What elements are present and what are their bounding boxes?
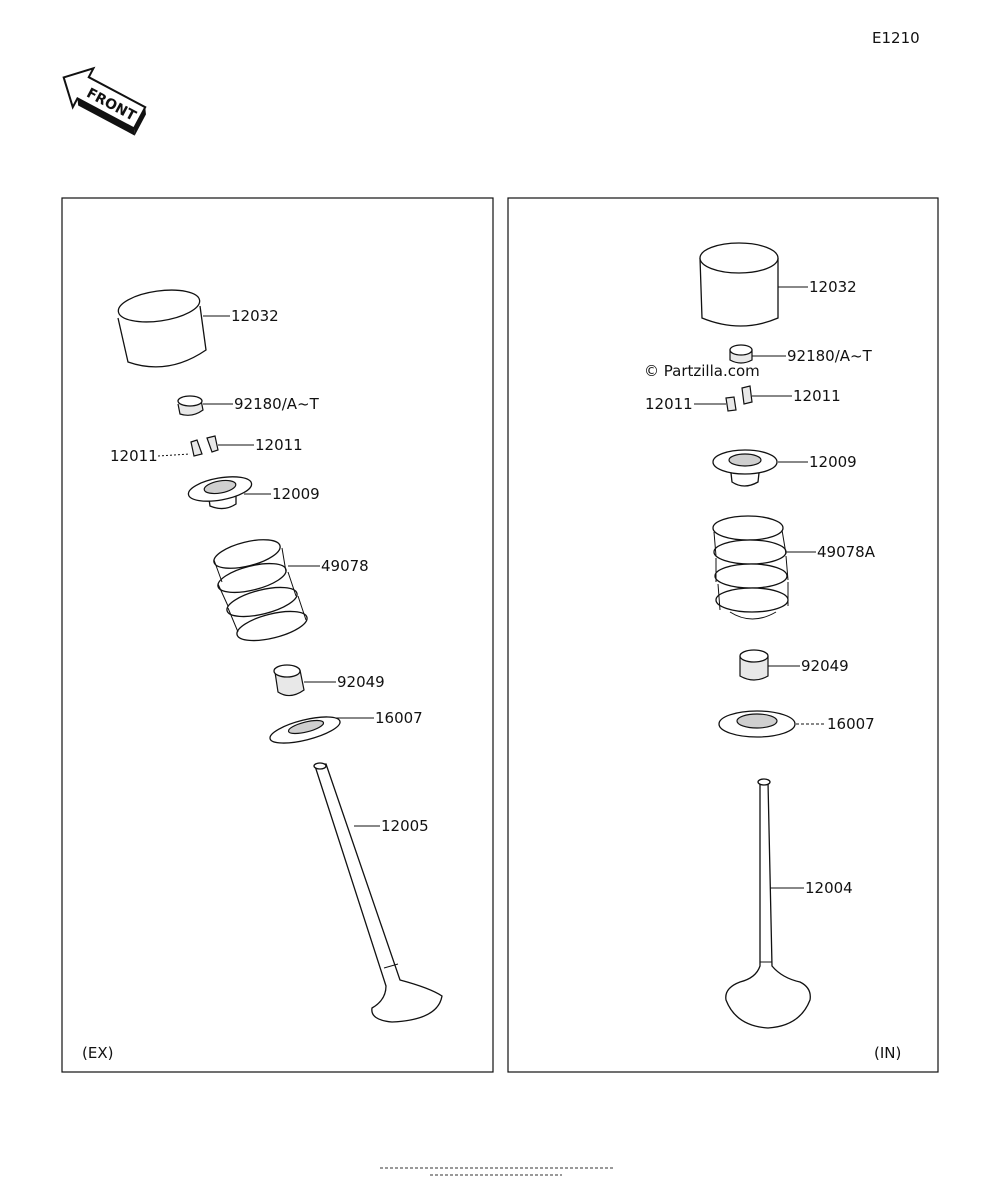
front-arrow-icon: FRONT — [62, 66, 147, 136]
ex-stem-seal-label: 92049 — [337, 673, 385, 691]
in-lifter-label: 12032 — [809, 278, 857, 296]
ex-spring-seat-part — [269, 716, 341, 744]
in-spring-seat-label: 16007 — [827, 715, 875, 733]
in-panel-tag: (IN) — [874, 1044, 901, 1062]
in-retainer-label: 12009 — [809, 453, 857, 471]
ex-keeper-left-label: 12011 — [110, 447, 158, 465]
ex-retainer-label: 12009 — [272, 485, 320, 503]
ex-valve-part — [313, 762, 443, 1023]
ex-spring-part — [213, 539, 308, 642]
ex-shim-part — [177, 395, 204, 416]
in-retainer-part — [712, 449, 778, 487]
in-valve-part — [725, 778, 811, 1029]
in-keeper-left-label: 12011 — [645, 395, 693, 413]
exhaust-panel — [61, 197, 494, 1073]
in-stem-seal-label: 92049 — [801, 657, 849, 675]
in-stem-seal-part — [739, 649, 769, 681]
intake-panel — [507, 197, 939, 1073]
in-keeper-part — [725, 385, 753, 412]
in-shim-part — [729, 344, 753, 364]
ex-retainer-part — [187, 476, 253, 510]
in-keeper-right-label: 12011 — [793, 387, 841, 405]
in-lifter-part — [699, 242, 779, 327]
in-spring-seat-part — [718, 710, 796, 738]
in-spring-label: 49078A — [817, 543, 876, 561]
ex-keeper-right-label: 12011 — [255, 436, 303, 454]
ex-keeper-part — [190, 435, 219, 457]
in-spring-part — [712, 515, 789, 620]
ex-valve-label: 12005 — [381, 817, 429, 835]
diagram-id: E1210 — [872, 29, 920, 47]
footer-fineprint — [380, 1167, 614, 1176]
ex-lifter-part — [117, 289, 207, 368]
ex-spring-seat-label: 16007 — [375, 709, 423, 727]
ex-panel-tag: (EX) — [82, 1044, 113, 1062]
in-valve-label: 12004 — [805, 879, 853, 897]
watermark: © Partzilla.com — [644, 362, 760, 380]
ex-lifter-label: 12032 — [231, 307, 279, 325]
in-shim-label: 92180/A~T — [787, 347, 873, 365]
ex-shim-label: 92180/A~T — [234, 395, 320, 413]
ex-stem-seal-part — [273, 664, 305, 697]
ex-spring-label: 49078 — [321, 557, 369, 575]
